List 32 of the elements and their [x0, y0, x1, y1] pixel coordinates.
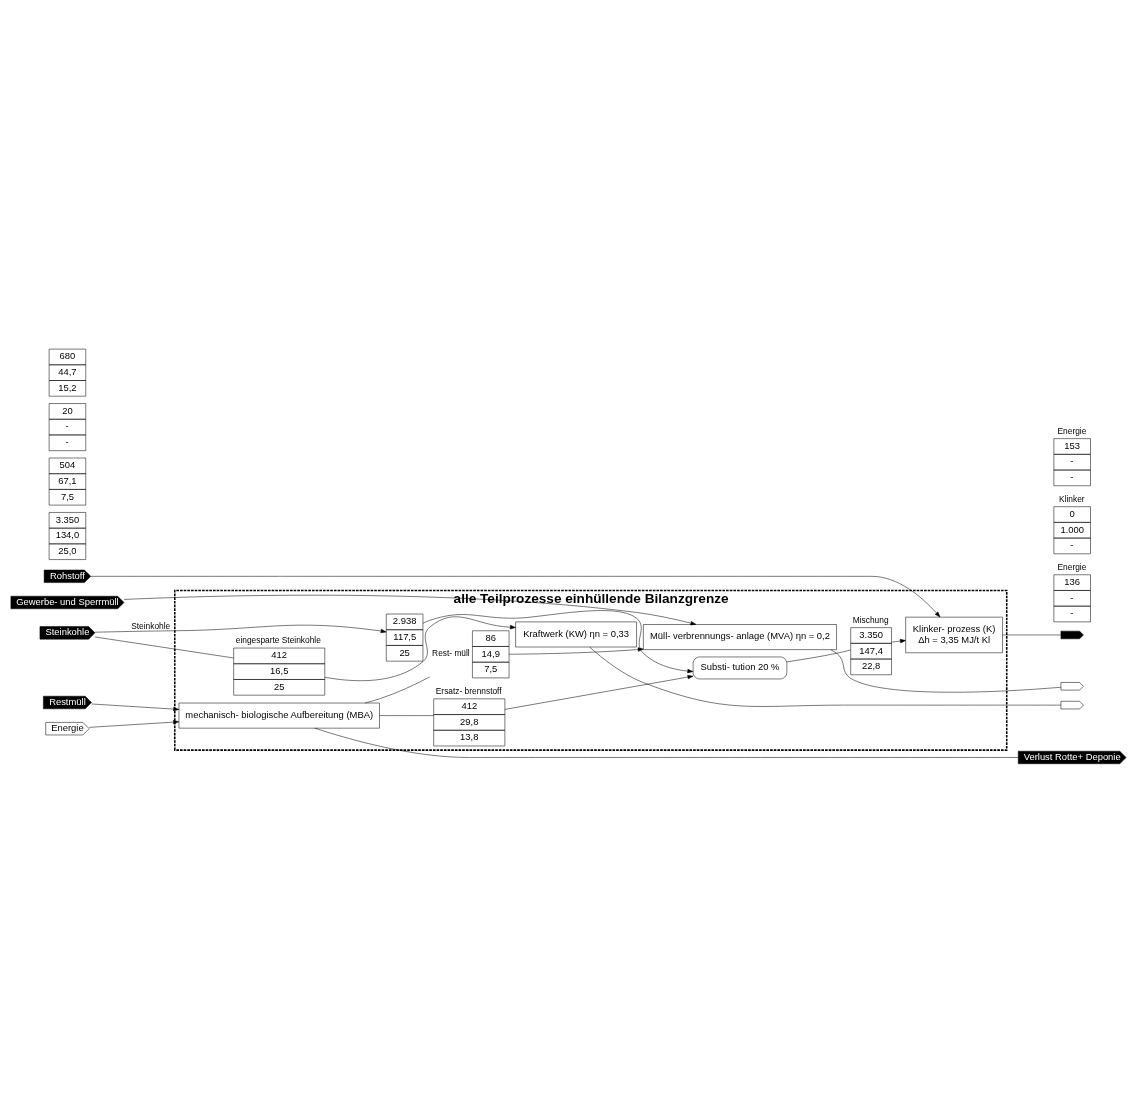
- node-arrow: [1060, 630, 1084, 639]
- node-label: Energie: [1057, 561, 1087, 572]
- arrow: [91, 703, 180, 711]
- connector: [1002, 634, 1062, 635]
- arrow: [508, 646, 644, 654]
- connector: [379, 714, 434, 716]
- node-label: Mischung: [852, 614, 889, 625]
- node-label: Ersatz- brennstoff: [435, 685, 502, 696]
- arrow: [422, 609, 694, 673]
- node-box: Substi- tution 20 %: [692, 656, 788, 679]
- node-box: Müll- verbrennungs- anlage (MVA) ηn = 0,2: [643, 623, 837, 650]
- node-arrow: [1060, 681, 1084, 690]
- node-label: Energie: [1057, 425, 1087, 436]
- arrow: [504, 674, 694, 710]
- node-arrow: [1060, 700, 1084, 709]
- connector: [314, 727, 1019, 758]
- node-box: Kraftwerk (KW) ηn = 0,33: [515, 621, 637, 647]
- connector: [589, 646, 1062, 707]
- connector: [94, 636, 234, 658]
- arrow: [89, 719, 179, 728]
- arrow: [891, 638, 906, 643]
- node-box: Klinker- prozess (K) Δh = 3,35 MJ/t Kl: [905, 616, 1003, 653]
- arrow: [123, 594, 697, 625]
- node-label: Rest- müll: [432, 647, 470, 658]
- node-label: Klinker: [1059, 493, 1085, 504]
- node-label: eingesparte Steinkohle: [235, 634, 321, 645]
- arrow: [94, 624, 387, 633]
- connector: [830, 649, 1062, 692]
- edge-label: Steinkohle: [131, 620, 171, 631]
- node-box: mechanisch- biologische Aufbereitung (MBA): [178, 702, 380, 728]
- arrow: [90, 575, 941, 617]
- arrow: [324, 616, 516, 681]
